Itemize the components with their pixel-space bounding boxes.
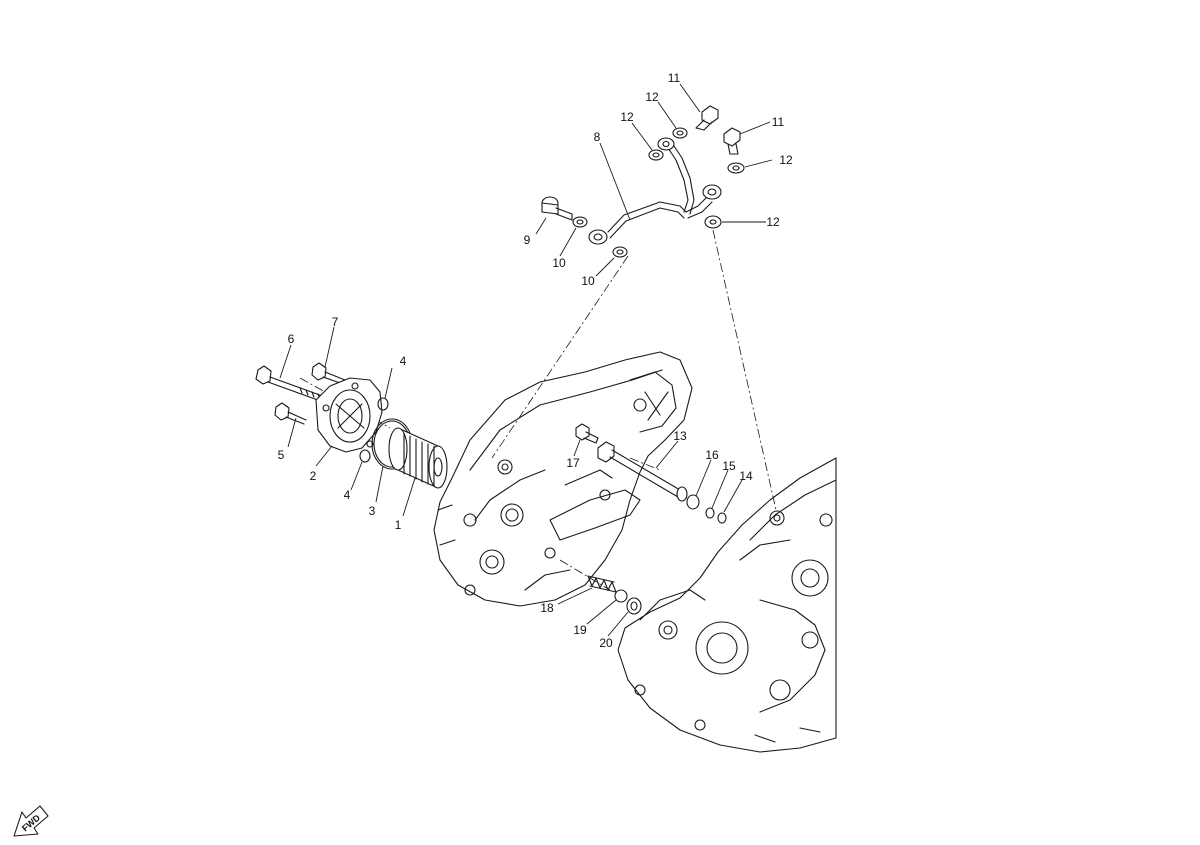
union-bolt-11-upper — [695, 105, 719, 131]
right-crankcase — [617, 457, 837, 753]
callout-8: 8 — [594, 130, 601, 144]
callout-12-a: 12 — [620, 110, 634, 124]
callout-1: 1 — [395, 518, 402, 532]
callout-15: 15 — [722, 459, 736, 473]
callout-6: 6 — [288, 332, 295, 346]
oil-filter-cover — [315, 377, 383, 453]
oil-pipe-13 — [597, 441, 688, 502]
callout-4-lower: 4 — [344, 488, 351, 502]
union-bolt-9 — [541, 196, 573, 221]
callout-5: 5 — [278, 448, 285, 462]
bolt-7 — [311, 362, 346, 385]
callout-12-d: 12 — [766, 215, 780, 229]
callout-19: 19 — [573, 623, 587, 637]
oil-filter-element — [388, 427, 448, 489]
callout-2: 2 — [310, 469, 317, 483]
callout-4-upper: 4 — [400, 354, 407, 368]
gasket-12-c — [727, 162, 745, 174]
o-ring-16 — [686, 494, 700, 510]
left-crankcase — [433, 351, 693, 607]
callout-11-upper: 11 — [668, 71, 681, 85]
o-ring-15 — [705, 507, 715, 519]
callout-14: 14 — [739, 469, 753, 483]
bolt-17 — [575, 423, 599, 444]
callout-3: 3 — [369, 504, 376, 518]
gasket-10-lower — [612, 246, 628, 258]
callout-18: 18 — [540, 601, 554, 615]
gasket-12-d — [704, 215, 722, 229]
ball-19 — [614, 589, 628, 603]
spring-18 — [587, 575, 617, 593]
callout-7: 7 — [332, 315, 339, 329]
o-ring-14 — [717, 512, 727, 524]
callout-labels: 1 2 3 4 4 5 6 7 8 9 10 10 11 11 12 12 12… — [278, 71, 793, 650]
callout-9: 9 — [524, 233, 531, 247]
o-ring-4-upper — [377, 397, 389, 411]
callout-10-upper: 10 — [552, 256, 566, 270]
o-ring-4-lower — [359, 449, 371, 463]
bolt-5 — [274, 402, 307, 425]
oil-pipe-8 — [588, 137, 722, 245]
callout-17: 17 — [566, 456, 580, 470]
callout-13: 13 — [673, 429, 687, 443]
callout-16: 16 — [705, 448, 719, 462]
callout-12-c: 12 — [779, 153, 793, 167]
union-bolt-11-lower — [723, 127, 741, 155]
forward-arrow-icon: FWD — [13, 805, 49, 837]
callout-10-lower: 10 — [581, 274, 595, 288]
callout-20: 20 — [599, 636, 613, 650]
callout-11-lower: 11 — [772, 115, 785, 129]
leader-lines — [279, 83, 773, 637]
plug-20 — [626, 597, 642, 615]
callout-12-b: 12 — [645, 90, 659, 104]
gasket-12-b — [672, 127, 688, 139]
bolt-6 — [255, 365, 329, 404]
gasket-12-a — [648, 149, 664, 161]
gasket-10-upper — [572, 216, 588, 228]
